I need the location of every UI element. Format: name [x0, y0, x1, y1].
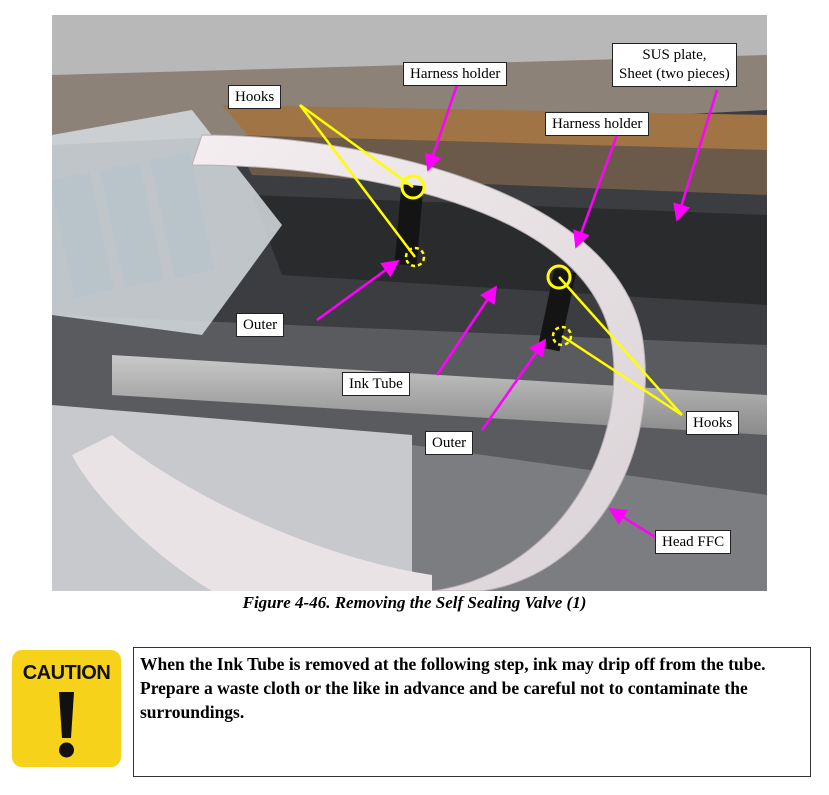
caution-word: CAUTION: [22, 662, 111, 684]
label-outer-center: Outer: [425, 431, 474, 455]
label-ink-tube: Ink Tube: [342, 372, 410, 396]
label-hooks-left: Hooks: [228, 85, 282, 109]
label-sus-plate-line2: Sheet (two pieces): [619, 66, 730, 82]
caution-badge: CAUTION: [12, 650, 121, 767]
carriage-rail: [112, 355, 767, 435]
harness-holder-left: [394, 184, 424, 266]
label-harness-holder-right: Harness holder: [545, 112, 650, 136]
caution-text: When the Ink Tube is removed at the foll…: [140, 654, 766, 722]
hook-marker: [400, 174, 426, 200]
photo-illustration: [52, 15, 767, 591]
figure-caption: Figure 4-46. Removing the Self Sealing V…: [242, 593, 587, 612]
hook-marker: [546, 264, 572, 290]
label-outer-left: Outer: [236, 313, 285, 337]
label-harness-holder-top: Harness holder: [403, 62, 508, 86]
hook-marker-dashed: [404, 246, 426, 268]
label-sus-plate-line1: SUS plate,: [642, 47, 707, 63]
metal-plate: [52, 405, 412, 591]
label-sus-plate: SUS plate, Sheet (two pieces): [612, 43, 737, 87]
printer-interior-photo: Hooks Harness holder SUS plate, Sheet (t…: [52, 15, 767, 591]
ink-tube: [191, 134, 646, 591]
ink-tube-lower: [72, 435, 432, 591]
label-hooks-right: Hooks: [686, 411, 740, 435]
harness-holder-right: [537, 268, 577, 352]
caution-box: When the Ink Tube is removed at the foll…: [133, 647, 811, 777]
hook-marker-dashed: [551, 325, 573, 347]
paper-path: [252, 195, 767, 305]
label-head-ffc: Head FFC: [655, 530, 732, 554]
exclamation-icon: [59, 692, 74, 758]
